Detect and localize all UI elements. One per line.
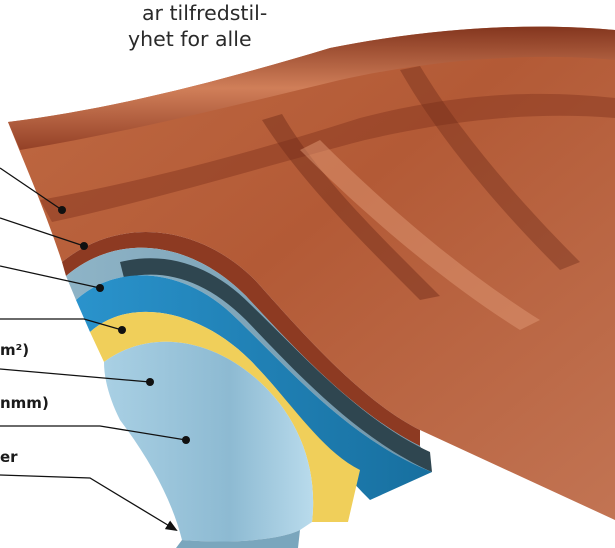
- leader-line-arrow: [0, 475, 176, 530]
- leader-dot-3: [96, 284, 104, 292]
- intro-line-2: yhet for alle: [128, 26, 267, 52]
- leader-dot-1: [58, 206, 66, 214]
- layer-label-2: nmm): [0, 394, 49, 412]
- leader-dot-2: [80, 242, 88, 250]
- leader-dot-6: [182, 436, 190, 444]
- intro-line-1: ar tilfredstil-: [128, 0, 267, 26]
- intro-text: ar tilfredstil- yhet for alle: [128, 0, 267, 52]
- layer-label-3: er: [0, 448, 18, 466]
- leader-dot-4: [118, 326, 126, 334]
- layer-label-1: m²): [0, 341, 29, 359]
- leader-dot-5: [146, 378, 154, 386]
